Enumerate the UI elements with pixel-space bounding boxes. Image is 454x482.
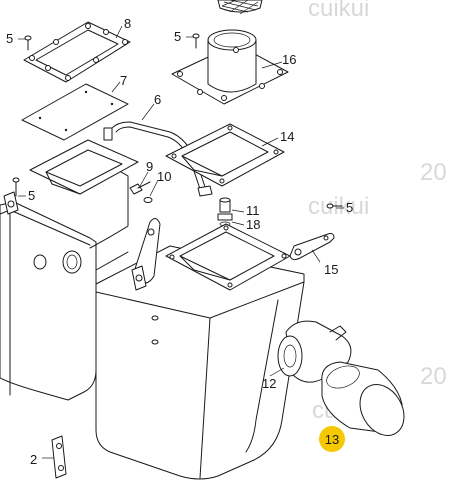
callout-label: 15 [324,262,338,277]
callout-label: 14 [280,129,294,144]
callout-label: 12 [262,376,276,391]
callout-label: 5 [174,29,181,44]
plate-8 [23,21,131,83]
callout-label: 5 [346,200,353,215]
bracket-15 [289,233,335,261]
callout-label: 18 [246,217,260,232]
main-tank [95,218,305,480]
filter-element-13 [321,361,405,436]
callout-label: 9 [146,159,153,174]
bolts-9-10 [129,181,343,209]
callout-label: 2 [30,452,37,467]
watermark: 20 [420,159,447,186]
strainer [217,0,263,15]
callout-label: 7 [120,73,127,88]
callout-label: 11 [246,203,260,218]
callout-label: 8 [124,16,131,31]
highlight-badge [319,426,345,452]
fittings-11-18 [217,197,233,227]
callout-labels: 5 8 5 16 7 6 14 9 10 5 5 11 18 15 12 13 … [6,16,353,467]
callout-label: 16 [282,52,296,67]
watermark: cuikui [308,0,369,22]
callout-label: 6 [154,92,161,107]
callout-label: 5 [28,188,35,203]
callout-label: 13 [325,432,339,447]
part-2 [51,435,67,479]
leader-lines [18,25,344,459]
neck-16 [171,29,289,105]
left-tank [0,139,139,401]
callout-label: 10 [157,169,171,184]
frame-14 [165,123,285,187]
callout-label: 5 [6,31,13,46]
watermark: 20 [420,363,447,390]
gasket-7 [21,83,129,141]
